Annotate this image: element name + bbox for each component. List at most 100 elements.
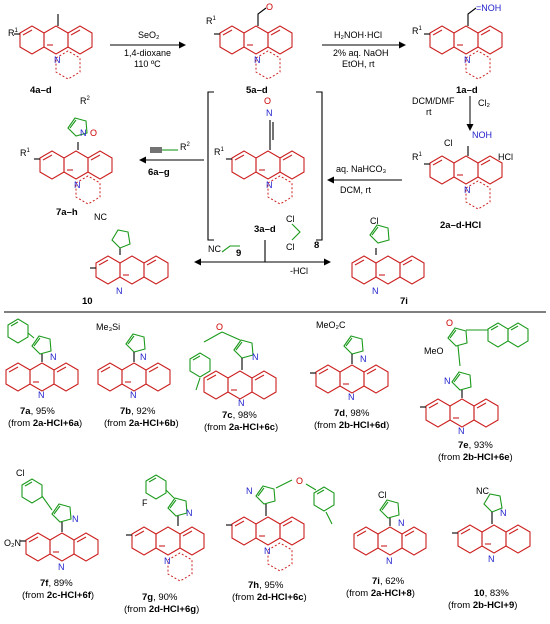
r1-label-7: R1 — [20, 148, 31, 158]
n-7d: N — [360, 354, 367, 364]
n-7a: N — [50, 352, 57, 362]
nc-label-10: NC — [94, 212, 107, 222]
compound-4-label: 4a–d — [30, 85, 52, 96]
nitrogen-label-2: N — [464, 185, 471, 195]
me3si-label: Me₃Si — [96, 322, 120, 332]
product-7h-source: (from 2d-HCl+6c) — [232, 592, 307, 603]
compound-2-structure — [424, 146, 503, 210]
n-7e: N — [444, 376, 451, 386]
product-7d-structure — [310, 335, 389, 394]
product-10-yield: 10, 83% — [474, 588, 509, 599]
hcl-label: HCl — [498, 152, 513, 162]
product-7e-source: (from 2b-HCl+6e) — [438, 452, 513, 463]
product-7b-structure — [97, 333, 171, 392]
n-7i-prod-acr: N — [386, 556, 393, 566]
product-7b-source: (from 2a-HCl+6b) — [104, 418, 179, 429]
n-7g-acr: N — [164, 556, 171, 566]
product-10-source: (from 2b-HCl+9) — [448, 600, 517, 611]
compound-9-label: 9 — [236, 248, 241, 259]
compound-3-structure — [226, 120, 305, 205]
product-7c-yield: 7c, 98% — [222, 410, 257, 421]
compound-3-label: 3a–d — [254, 224, 276, 235]
compound-7-label: 7a–h — [56, 207, 78, 218]
n-7i-prod: N — [398, 518, 405, 528]
nc-10-prod: NC — [476, 486, 489, 496]
n-7c-acr: N — [238, 398, 245, 408]
nitrogen-label-1: N — [464, 55, 471, 65]
f-label: F — [142, 498, 148, 508]
compound-7i-structure — [351, 224, 425, 285]
compound-1-label: 1a–d — [456, 85, 478, 96]
r1-label-3: R1 — [214, 147, 225, 157]
cl-label-8a: Cl — [286, 214, 295, 224]
product-7d-yield: 7d, 98% — [334, 408, 370, 419]
n-10-prod: N — [500, 508, 507, 518]
o2n-label: O₂N — [4, 538, 21, 548]
nitrogen-label-7i: N — [372, 286, 379, 296]
cl-7f: Cl — [16, 468, 25, 478]
compound-10-label: 10 — [82, 296, 93, 307]
product-7i-structure — [353, 499, 427, 556]
oxygen-label: O — [266, 2, 273, 12]
meo-label: MeO — [424, 346, 444, 356]
nitrogen-label-7-isox: N — [80, 128, 87, 138]
compound-4-structure — [14, 14, 93, 80]
n-7c: N — [252, 352, 259, 362]
product-7c-source: (from 2a-HCl+6c) — [204, 422, 278, 433]
o-7h: O — [296, 476, 303, 486]
condition-hydroxylamine: H₂NOH·HCl — [334, 30, 382, 40]
product-7a-yield: 7a, 95% — [20, 406, 55, 417]
compound-7-structure — [34, 117, 113, 205]
oxygen-label-7: O — [90, 128, 97, 138]
product-7a-structure — [5, 318, 79, 392]
r1-label-5: R1 — [206, 16, 217, 26]
compound-6-label: 6a–g — [148, 167, 170, 178]
product-10-structure — [452, 493, 531, 554]
nitrogen-plus-label: N — [266, 108, 273, 118]
nitrogen-label-10: N — [116, 286, 123, 296]
product-7i-source: (from 2a-HCl+8) — [346, 588, 415, 599]
compound-1-structure — [424, 7, 503, 80]
o-7e: O — [446, 318, 453, 328]
r2-label-alkyne: R2 — [180, 142, 191, 152]
bracket-left — [207, 91, 214, 241]
oxime-label-2: NOH — [472, 130, 492, 140]
product-7f-structure — [20, 478, 99, 562]
condition-dcm: DCM, rt — [340, 185, 371, 195]
product-7h-structure — [226, 479, 335, 572]
oxygen-minus-label: O — [264, 96, 271, 106]
condition-minus-hcl: -HCl — [290, 266, 308, 276]
product-7c-structure — [189, 331, 277, 400]
condition-etoh: EtOH, rt — [342, 59, 375, 69]
n-7b: N — [140, 352, 147, 362]
oxime-label: =NOH — [476, 3, 501, 13]
n-7b-acr: N — [130, 390, 137, 400]
compound-5-structure — [214, 7, 293, 80]
n-10-prod-acr: N — [488, 554, 495, 564]
n-7f: N — [72, 514, 79, 524]
chlorine-label: Cl — [444, 138, 453, 148]
meo2c-label: MeO₂C — [316, 320, 346, 330]
product-7b-yield: 7b, 92% — [120, 406, 156, 417]
cl-label-7i: Cl — [370, 216, 379, 226]
product-7a-source: (from 2a-HCl+6a) — [8, 418, 82, 429]
n-7a-acr: N — [38, 390, 45, 400]
nitrogen-label-3: N — [266, 180, 273, 190]
compound-2-label: 2a–d-HCl — [440, 220, 481, 231]
condition-nahco3: aq. NaHCO₃ — [336, 164, 387, 174]
cl-label-8b: Cl — [286, 242, 295, 252]
product-7e-yield: 7e, 93% — [458, 440, 493, 451]
condition-temp: 110 ºC — [134, 59, 161, 69]
condition-rt: rt — [426, 107, 432, 117]
compound-5-label: 5a–d — [246, 85, 268, 96]
r1-label-2: R1 — [412, 152, 423, 162]
r1-label: R1 — [8, 28, 19, 38]
nitrogen-label-7: N — [74, 180, 81, 190]
condition-cl2: Cl₂ — [478, 98, 490, 108]
product-7e-structure — [420, 322, 529, 428]
n-7d-acr: N — [348, 392, 355, 402]
cl-7i-prod: Cl — [378, 490, 387, 500]
nitrogen-label-5: N — [254, 55, 261, 65]
compound-10-structure — [90, 229, 169, 285]
